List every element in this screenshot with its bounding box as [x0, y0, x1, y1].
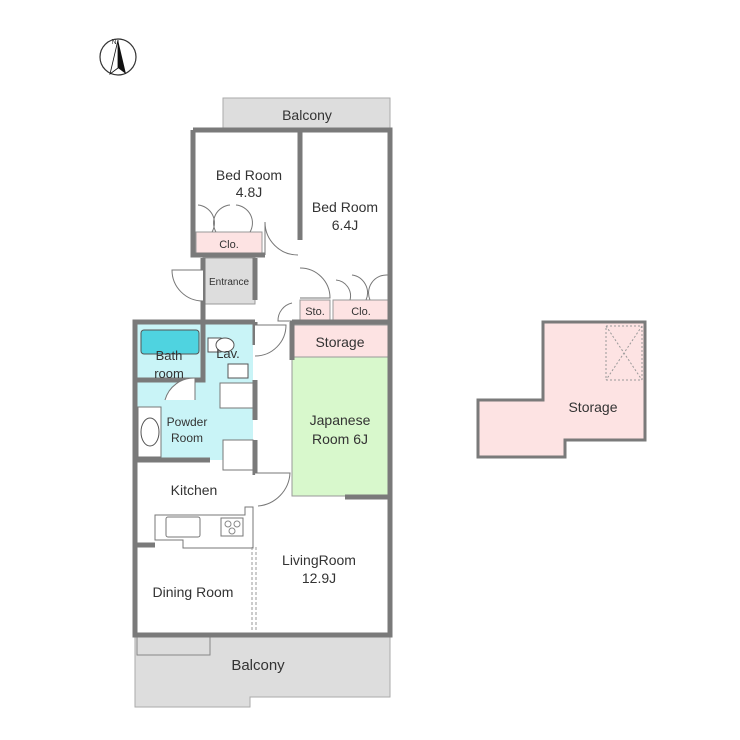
living-size: 12.9J: [302, 570, 336, 586]
hand-basin-icon: [227, 363, 249, 379]
entrance: [202, 257, 256, 305]
bedroom-a-size: 4.8J: [236, 184, 262, 200]
sink-icon: [140, 417, 160, 447]
powder-label-2: Room: [171, 431, 203, 445]
bath-label: Bath: [156, 348, 183, 363]
washer-space: [219, 382, 254, 409]
dining-label: Dining Room: [153, 584, 234, 600]
stove-icon: [220, 517, 244, 537]
powder-label: Powder: [167, 415, 208, 429]
bedroom-b-label: Bed Room: [312, 199, 378, 215]
toilet-icon: [215, 337, 235, 353]
balcony-top: [222, 97, 391, 131]
attic-storage: [476, 320, 647, 459]
japanese-label-2: Room 6J: [312, 431, 368, 447]
closet-b-label: Clo.: [351, 306, 371, 318]
balcony-top-label: Balcony: [282, 107, 332, 123]
balcony-step: [136, 634, 211, 656]
sto-label: Sto.: [305, 306, 325, 318]
walls: [132, 127, 393, 638]
lav-label: Lav.: [216, 346, 240, 361]
fridge-space: [222, 439, 254, 471]
entrance-label: Entrance: [209, 277, 249, 288]
living-label: LivingRoom: [282, 552, 356, 568]
bathtub-icon: [140, 329, 200, 355]
kitchen-sink-icon: [165, 516, 201, 538]
bedroom-b-size: 6.4J: [332, 217, 358, 233]
storage-label: Storage: [315, 334, 364, 350]
closet-a-label: Clo.: [219, 239, 239, 251]
doors: [164, 204, 389, 507]
japanese-label: Japanese: [310, 412, 371, 428]
kitchen-label: Kitchen: [171, 482, 218, 498]
bath-label-2: room: [154, 366, 184, 381]
compass-icon: N: [99, 38, 137, 76]
balcony-bottom-label: Balcony: [231, 657, 285, 674]
japanese-room: [291, 356, 390, 497]
attic-storage-label: Storage: [568, 399, 617, 415]
bedroom-a-label: Bed Room: [216, 167, 282, 183]
hatch-icon: [605, 325, 643, 381]
compass-label: N: [111, 39, 116, 46]
